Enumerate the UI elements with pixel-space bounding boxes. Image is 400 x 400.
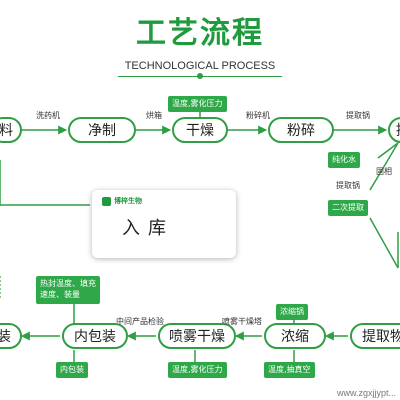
tag-secondary-extraction: 二次提取 — [328, 200, 368, 216]
logo-text: 博梓生物 — [114, 197, 142, 205]
stage-cleaning: 净制 — [68, 117, 136, 143]
page-title: 工艺流程 — [136, 16, 264, 51]
watermark: www.zgxjjypt... — [336, 388, 396, 398]
tag-concentration-pot: 浓缩锅 — [276, 304, 308, 320]
tag-purified-water: 纯化水 — [328, 152, 360, 168]
tag-temp-vacuum: 温度,抽真空 — [264, 362, 315, 378]
page-subtitle: TECHNOLOGICAL PROCESS — [124, 60, 276, 72]
label-solid-phase: 固相 — [376, 167, 392, 176]
company-logo: 博梓生物 — [102, 196, 142, 206]
storage-label: 入库 — [122, 218, 174, 239]
tag-inner-packaging: 内包装 — [56, 362, 88, 378]
storage-card: 博梓生物 入库 — [92, 190, 236, 258]
tag-heat-seal-params: 热封温度、填充 速度、装量 — [36, 276, 100, 304]
label-intermediate-inspection: 中间产品检验 — [116, 317, 164, 326]
tag-temp-pressure-top: 温度,雾化压力 — [168, 96, 227, 112]
label-crusher: 粉碎机 — [246, 111, 270, 120]
label-spray-dryer-tower: 喷雾干燥塔 — [222, 317, 262, 326]
stage-extract: 提取物 — [350, 323, 400, 349]
label-washing-machine: 洗药机 — [36, 111, 60, 120]
stage-concentration: 浓缩 — [264, 323, 326, 349]
stage-inner-packaging: 内包装 — [62, 323, 128, 349]
stage-drying: 干燥 — [172, 117, 228, 143]
stage-packaging: 装 — [0, 323, 22, 349]
label-extraction-pot-1: 提取锅 — [346, 111, 370, 120]
label-oven: 烘箱 — [146, 111, 162, 120]
logo-icon — [102, 196, 111, 206]
subtitle-dot — [197, 73, 203, 79]
stage-crushing: 粉碎 — [268, 117, 334, 143]
label-extraction-pot-2: 提取锅 — [336, 181, 360, 190]
stage-raw-material: 料 — [0, 117, 22, 143]
tag-temp-pressure-bottom: 温度,雾化压力 — [168, 362, 227, 378]
stage-spray-drying: 喷雾干燥 — [158, 323, 236, 349]
